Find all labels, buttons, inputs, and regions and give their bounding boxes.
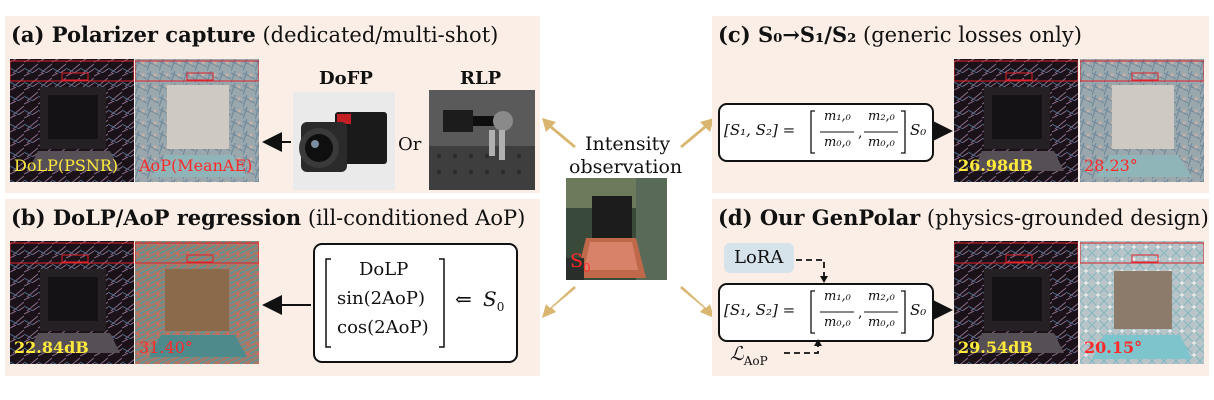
- vector-entry-dolp: DoLP: [359, 259, 409, 280]
- formula-rhs: S₀: [910, 121, 927, 139]
- aop-metric-value: 28.23°: [1084, 156, 1138, 175]
- dolp-thumbnail-c: 26.98dB: [954, 59, 1078, 182]
- dolp-metric-value: 26.98dB: [958, 156, 1033, 175]
- stokes-formula-box-c: [S₁, S₂] = m₁,₀ m₀,₀ , m₂,₀ m₀,₀ S₀: [718, 103, 934, 162]
- frac2-denominator: m₀,₀: [868, 135, 895, 150]
- aop-thumbnail-d: 20.15°: [1080, 241, 1204, 364]
- dolp-metric-value: 22.84dB: [14, 338, 89, 357]
- gold-arrow-to-d-icon: [680, 286, 714, 318]
- or-label: Or: [398, 134, 422, 155]
- dofp-label: DoFP: [319, 68, 373, 89]
- aop-metric-value: 31.40°: [139, 338, 193, 357]
- frac1-numerator: m₁,₀: [824, 109, 851, 124]
- panel-genpolar: (d) Our GenPolar (physics-grounded desig…: [712, 199, 1209, 376]
- s0-image-label: S0: [570, 250, 591, 275]
- center-caption-line1: Intensity: [585, 133, 671, 155]
- stokes-formula-box-d: [S₁, S₂] = m₁,₀ m₀,₀ , m₂,₀ m₀,₀ S₀: [718, 283, 934, 342]
- vector-entry-cos: cos(2AoP): [337, 317, 429, 338]
- gold-arrow-to-c-icon: [680, 118, 714, 148]
- formula-lhs: [S₁, S₂] =: [724, 121, 796, 139]
- matrix-bracket-icon: [325, 258, 445, 348]
- frac2-numerator: m₂,₀: [868, 109, 895, 124]
- implied-by-arrow: ⇐: [455, 287, 472, 311]
- dolp-thumbnail-a: DoLP(PSNR): [10, 59, 134, 182]
- bracket-icon: [810, 290, 906, 334]
- panel-regression: (b) DoLP/AoP regression (ill-conditioned…: [5, 199, 540, 376]
- frac1-numerator: m₁,₀: [824, 289, 851, 304]
- panel-a-title: (a) Polarizer capture (dedicated/multi-s…: [11, 22, 499, 47]
- frac1-denominator: m₀,₀: [824, 315, 851, 330]
- frac2-denominator: m₀,₀: [868, 315, 895, 330]
- arrow-right-icon: [933, 121, 953, 141]
- center-caption-line2: observation: [569, 156, 683, 178]
- dolp-metric-value: 29.54dB: [958, 338, 1033, 357]
- regression-formula-box: DoLP sin(2AoP) cos(2AoP) ⇐ S0: [313, 243, 518, 363]
- dolp-metric-label: DoLP(PSNR): [14, 156, 119, 175]
- s0-symbol: S0: [483, 287, 505, 314]
- arrow-left-icon: [262, 132, 291, 152]
- intensity-observation-image: S0: [566, 178, 667, 280]
- aop-thumbnail-c: 28.23°: [1080, 59, 1204, 182]
- lora-badge: [724, 243, 794, 273]
- panel-b-title: (b) DoLP/AoP regression (ill-conditioned…: [11, 205, 526, 230]
- panel-generic-losses: (c) S₀→S₁/S₂ (generic losses only) [S₁, …: [712, 16, 1209, 193]
- frac2-numerator: m₂,₀: [868, 289, 895, 304]
- formula-lhs: [S₁, S₂] =: [724, 301, 796, 319]
- arrow-left-icon: [262, 295, 311, 315]
- gold-arrow-to-b-icon: [542, 286, 576, 318]
- frac1-denominator: m₀,₀: [824, 135, 851, 150]
- panel-c-title: (c) S₀→S₁/S₂ (generic losses only): [718, 22, 1082, 47]
- dolp-thumbnail-d: 29.54dB: [954, 241, 1078, 364]
- vector-entry-sin: sin(2AoP): [337, 288, 426, 309]
- aop-loss-label: ℒAoP: [730, 343, 768, 368]
- aop-metric-value: 20.15°: [1084, 338, 1143, 357]
- formula-rhs: S₀: [910, 301, 927, 319]
- rlp-setup-icon: [429, 90, 535, 190]
- rlp-label: RLP: [460, 68, 502, 89]
- lora-label: LoRA: [734, 247, 784, 268]
- dofp-camera-icon: [293, 92, 395, 190]
- panel-d-title: (d) Our GenPolar (physics-grounded desig…: [718, 205, 1209, 230]
- dolp-thumbnail-b: 22.84dB: [10, 241, 134, 364]
- aop-metric-label: AoP(MeanAE): [139, 156, 253, 175]
- lora-dashed-arrow-icon: [796, 259, 828, 283]
- bracket-icon: [810, 110, 906, 154]
- loss-dashed-arrow-icon: [784, 339, 822, 354]
- aop-thumbnail-b: 31.40°: [135, 241, 259, 364]
- panel-polarizer-capture: (a) Polarizer capture (dedicated/multi-s…: [5, 16, 540, 193]
- formula-comma: ,: [858, 305, 863, 321]
- formula-comma: ,: [858, 125, 863, 141]
- aop-thumbnail-a: AoP(MeanAE): [135, 59, 259, 182]
- gold-arrow-to-a-icon: [542, 118, 576, 148]
- arrow-right-icon: [933, 300, 953, 320]
